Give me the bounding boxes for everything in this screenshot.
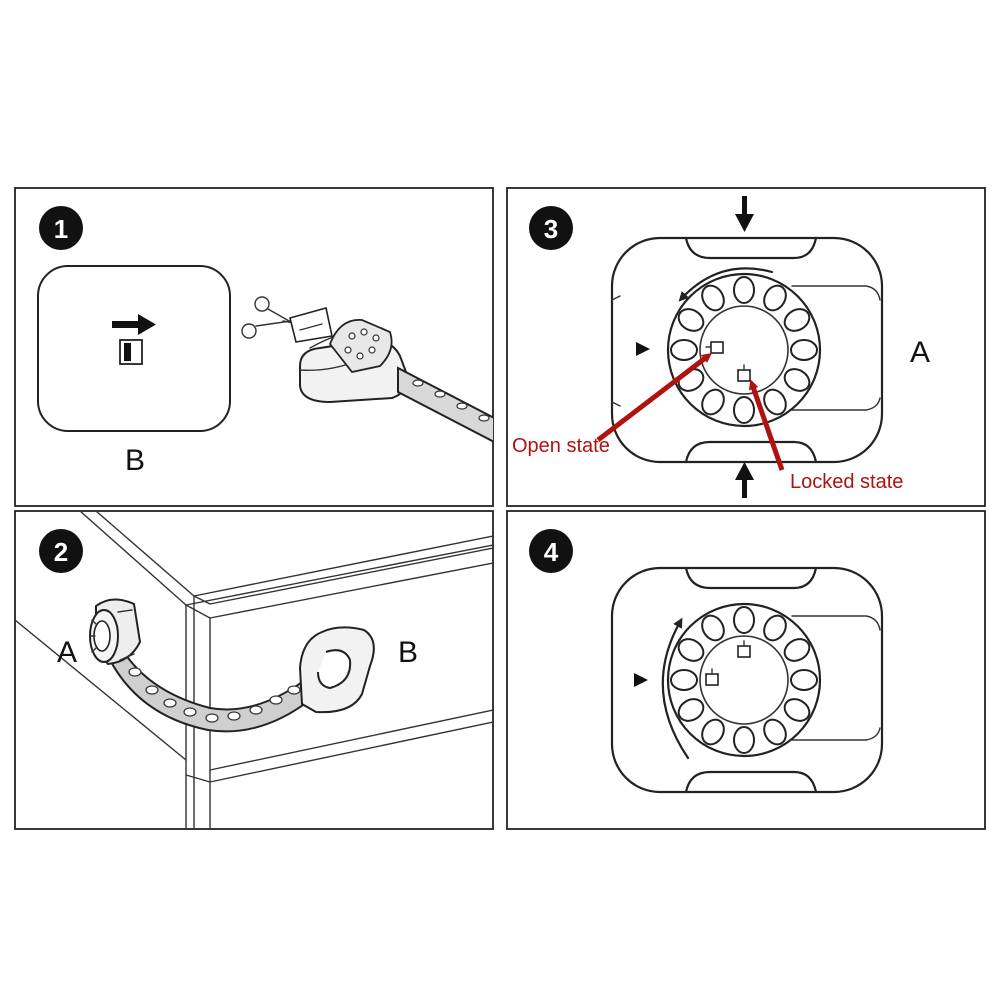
right-arrow-icon	[112, 314, 156, 335]
rotary-dial	[666, 272, 822, 428]
strap-end-with-adhesive-film	[289, 307, 493, 443]
step-badge-3: 3	[529, 206, 573, 250]
step-badge-2: 2	[39, 529, 83, 573]
pointer-triangle-icon	[636, 342, 650, 356]
locked-state-arrow	[748, 379, 785, 471]
label-part-b: B	[125, 444, 145, 477]
step-badge-1: 1	[39, 206, 83, 250]
svg-text:3: 3	[544, 214, 558, 244]
clockwise-arrow-icon	[661, 617, 690, 760]
open-state-indicator	[705, 668, 719, 686]
open-state-label: Open state	[512, 435, 610, 457]
counterclockwise-arrow-icon	[678, 267, 774, 302]
svg-text:1: 1	[54, 214, 68, 244]
part-a-knob	[89, 598, 142, 666]
press-up-arrow-icon	[735, 462, 754, 498]
open-state-indicator	[705, 341, 724, 354]
label-part-a: A	[910, 336, 930, 369]
open-state-arrow	[596, 352, 712, 442]
locked-state-indicator	[737, 640, 751, 658]
panel-step-2: 2 A B	[14, 510, 494, 830]
label-part-b: B	[398, 636, 418, 669]
part-a-lock-body	[610, 236, 884, 464]
svg-text:2: 2	[54, 537, 68, 567]
part-a-lock-body	[610, 566, 884, 794]
svg-text:4: 4	[544, 537, 559, 567]
panel-step-3: 3	[506, 187, 986, 507]
pointer-triangle-icon	[634, 673, 648, 687]
cabinet-corner	[15, 511, 493, 829]
locked-state-indicator	[737, 364, 751, 382]
part-b-loop	[298, 626, 375, 714]
label-part-a: A	[57, 636, 77, 669]
slot-icon	[119, 339, 143, 365]
part-b-front-view	[37, 265, 231, 432]
rotary-dial	[666, 602, 822, 758]
panel-step-4: 4	[506, 510, 986, 830]
locked-state-label: Locked state	[790, 471, 903, 493]
panel-step-1: 1	[14, 187, 494, 507]
press-down-arrow-icon	[735, 196, 754, 232]
step-badge-4: 4	[529, 529, 573, 573]
